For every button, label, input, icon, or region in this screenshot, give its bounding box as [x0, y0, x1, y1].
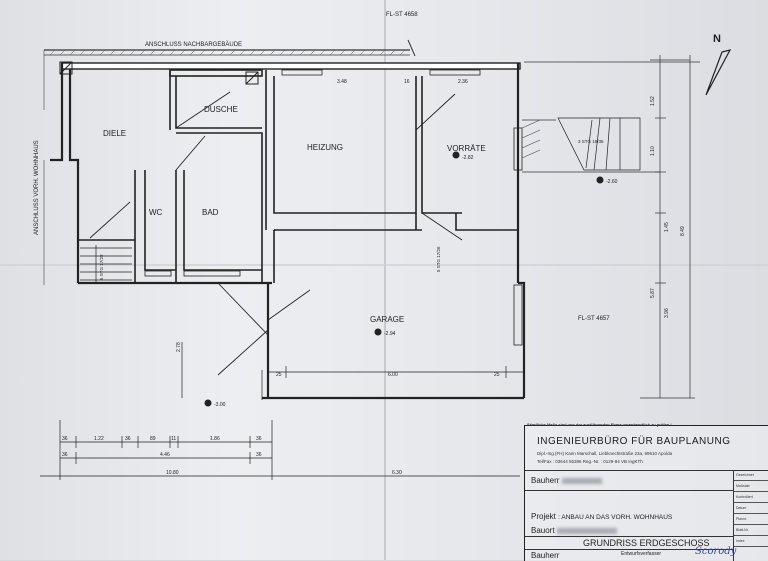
dim-vorraete: 2.36: [458, 79, 468, 85]
dim-right-total: 8.49: [680, 226, 686, 236]
windows: [144, 69, 523, 346]
chain-2: 1.22: [94, 436, 104, 442]
north-arrow: [705, 49, 732, 96]
firm-name: INGENIEURBÜRO FÜR BAUPLANUNG: [537, 436, 731, 447]
redacted-bauort: [556, 527, 617, 534]
chain-3: 36: [125, 436, 131, 442]
entry-symbols: [59, 61, 259, 85]
title-block-note: Sämtliche Maße sind von der ausführenden…: [527, 422, 672, 427]
bauherr-row: Bauherr: [531, 476, 602, 485]
dim-right-d: 5.87: [650, 288, 656, 298]
signature: Scorody: [695, 546, 737, 557]
chain2-left: 36: [62, 452, 68, 458]
level-outside-bottom: -3.00: [214, 402, 226, 408]
bauort-label: Bauort: [531, 526, 555, 535]
side-massstab: Maßstab: [734, 481, 768, 492]
chain2-right: 36: [256, 452, 262, 458]
dim-garage-left: 25: [276, 372, 282, 378]
room-wc: WC: [149, 208, 163, 217]
dim-heizung: 3.48: [337, 79, 347, 85]
title-block: Sämtliche Maße sind von der ausführenden…: [524, 422, 768, 561]
chain-5: 11: [171, 436, 176, 442]
bottom-dimensions: [40, 370, 520, 480]
bauherr-label: Bauherr: [531, 476, 560, 485]
firm-contact: Tel/Fax : 03644 55386 Reg.-Nr. : 0129-94…: [537, 459, 643, 464]
room-vorraete: VORRÄTE: [447, 144, 486, 153]
north-label: N: [713, 33, 721, 45]
level-markers: [204, 151, 604, 407]
redacted-name: [561, 477, 602, 484]
projekt-label: Projekt: [531, 512, 556, 521]
projekt-value: : ANBAU AN DAS VORH. WOHNHAUS: [558, 514, 673, 521]
chain-4: 89: [150, 436, 156, 442]
room-bad: BAD: [202, 208, 219, 217]
neighbor-label: ANSCHLUSS NACHBARGEBÄUDE: [145, 41, 242, 48]
dim-right-c: 1.45: [664, 222, 670, 232]
side-datum: Datum: [734, 503, 768, 514]
door-swings: [89, 91, 463, 376]
dim-right-b: 1.10: [650, 146, 656, 156]
dim-right-a: 1.52: [650, 96, 656, 106]
right-dimensions: [524, 55, 700, 399]
side-blattnr: Blatt-Nr.: [734, 525, 768, 536]
side-index: Index: [734, 536, 768, 547]
projekt-row: Projekt : ANBAU AN DAS VORH. WOHNHAUS: [531, 512, 672, 521]
side-gezeichnet: Gezeichnet: [734, 470, 768, 481]
chain-7: 36: [256, 436, 262, 442]
existing-house-label: ANSCHLUSS VORH. WOHNHAUS: [34, 140, 40, 235]
dim-garage-depth: 2.78: [176, 342, 182, 352]
level-outside-right: -2.60: [606, 179, 618, 185]
dim-garage-right: 25: [494, 372, 500, 378]
dim-bottom-right: 6.30: [392, 470, 402, 476]
firm-address: Dipl.-Ing.(FH) Karin Marschall, Liebknec…: [537, 451, 673, 456]
outer-walls: [50, 62, 526, 400]
entwurf-label: Entwurfsverfasser: [621, 551, 662, 557]
plan-title: GRUNDRISS ERDGESCHOSS: [583, 538, 710, 548]
room-heizung: HEIZUNG: [307, 143, 343, 152]
inner-walls: [78, 69, 518, 283]
dim-wall: 16: [404, 79, 410, 85]
stairs-entry: [80, 245, 132, 282]
room-garage: GARAGE: [370, 315, 404, 324]
dim-bottom-left: 10.80: [166, 470, 179, 476]
level-garage: -2.94: [384, 331, 396, 337]
side-plannr: Plannr.: [734, 514, 768, 525]
right-parcel-label: FL-ST 4657: [578, 316, 610, 322]
neighbor-wall: [44, 49, 410, 56]
bauort-row: Bauort: [531, 526, 617, 535]
stair-left: 5 STG 17/28: [99, 254, 104, 280]
chain-1: 36: [62, 436, 68, 442]
dim-right-e: 3.96: [664, 308, 670, 318]
title-block-side: Gezeichnet Maßstab Kontrolliert Datum Pl…: [733, 470, 768, 561]
room-dusche: DUSCHE: [204, 105, 238, 114]
level-vorraete: -2.82: [462, 155, 474, 161]
dim-bottom-mid: 4.46: [160, 452, 170, 458]
stair-mid: 5 STG 17/26: [436, 246, 441, 272]
stairs-outside: [557, 117, 641, 171]
bauherr2-label: Bauherr: [531, 551, 560, 560]
side-kontrolliert: Kontrolliert: [734, 492, 768, 503]
room-diele: DIELE: [103, 129, 126, 138]
top-parcel-label: FL-ST 4658: [386, 12, 418, 18]
chain-6: 1.86: [210, 436, 220, 442]
stair-right: 3 STG 18/35: [578, 139, 604, 144]
dim-garage-width: 6.00: [388, 372, 398, 378]
